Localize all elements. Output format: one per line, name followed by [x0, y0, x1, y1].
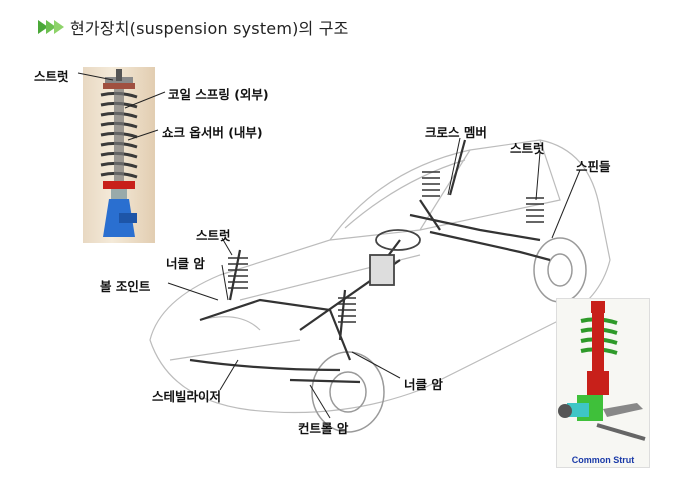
page-title: 현가장치(suspension system)의 구조: [70, 19, 349, 38]
label-shock-absorber: 쇼크 옵서버 (내부): [162, 125, 263, 140]
label-control-arm: 컨트롤 암: [298, 421, 349, 436]
chevron-arrows-icon: [38, 20, 64, 34]
leader-lines: [77, 72, 581, 419]
title-row: 현가장치(suspension system)의 구조: [38, 12, 349, 42]
inset-caption: Common Strut: [571, 455, 635, 465]
label-knuckle-arm-upper: 너클 암: [166, 256, 205, 271]
label-spindle: 스핀들: [576, 159, 611, 174]
label-strut-top-left: 스트럿: [34, 69, 69, 84]
label-strut-front: 스트럿: [196, 228, 231, 243]
label-stabilizer: 스테빌라이저: [152, 389, 222, 404]
label-strut-rear: 스트럿: [510, 141, 545, 156]
strut-photo-drawing: [100, 69, 138, 237]
common-strut-drawing: [558, 301, 646, 441]
label-coil-spring: 코일 스프링 (외부): [168, 87, 269, 102]
common-strut-inset: Common Strut: [556, 298, 650, 468]
strut-photo: [83, 67, 155, 243]
label-knuckle-arm-lower: 너클 암: [404, 377, 443, 392]
label-ball-joint: 볼 조인트: [100, 279, 151, 294]
label-cross-member: 크로스 멤버: [425, 125, 487, 140]
